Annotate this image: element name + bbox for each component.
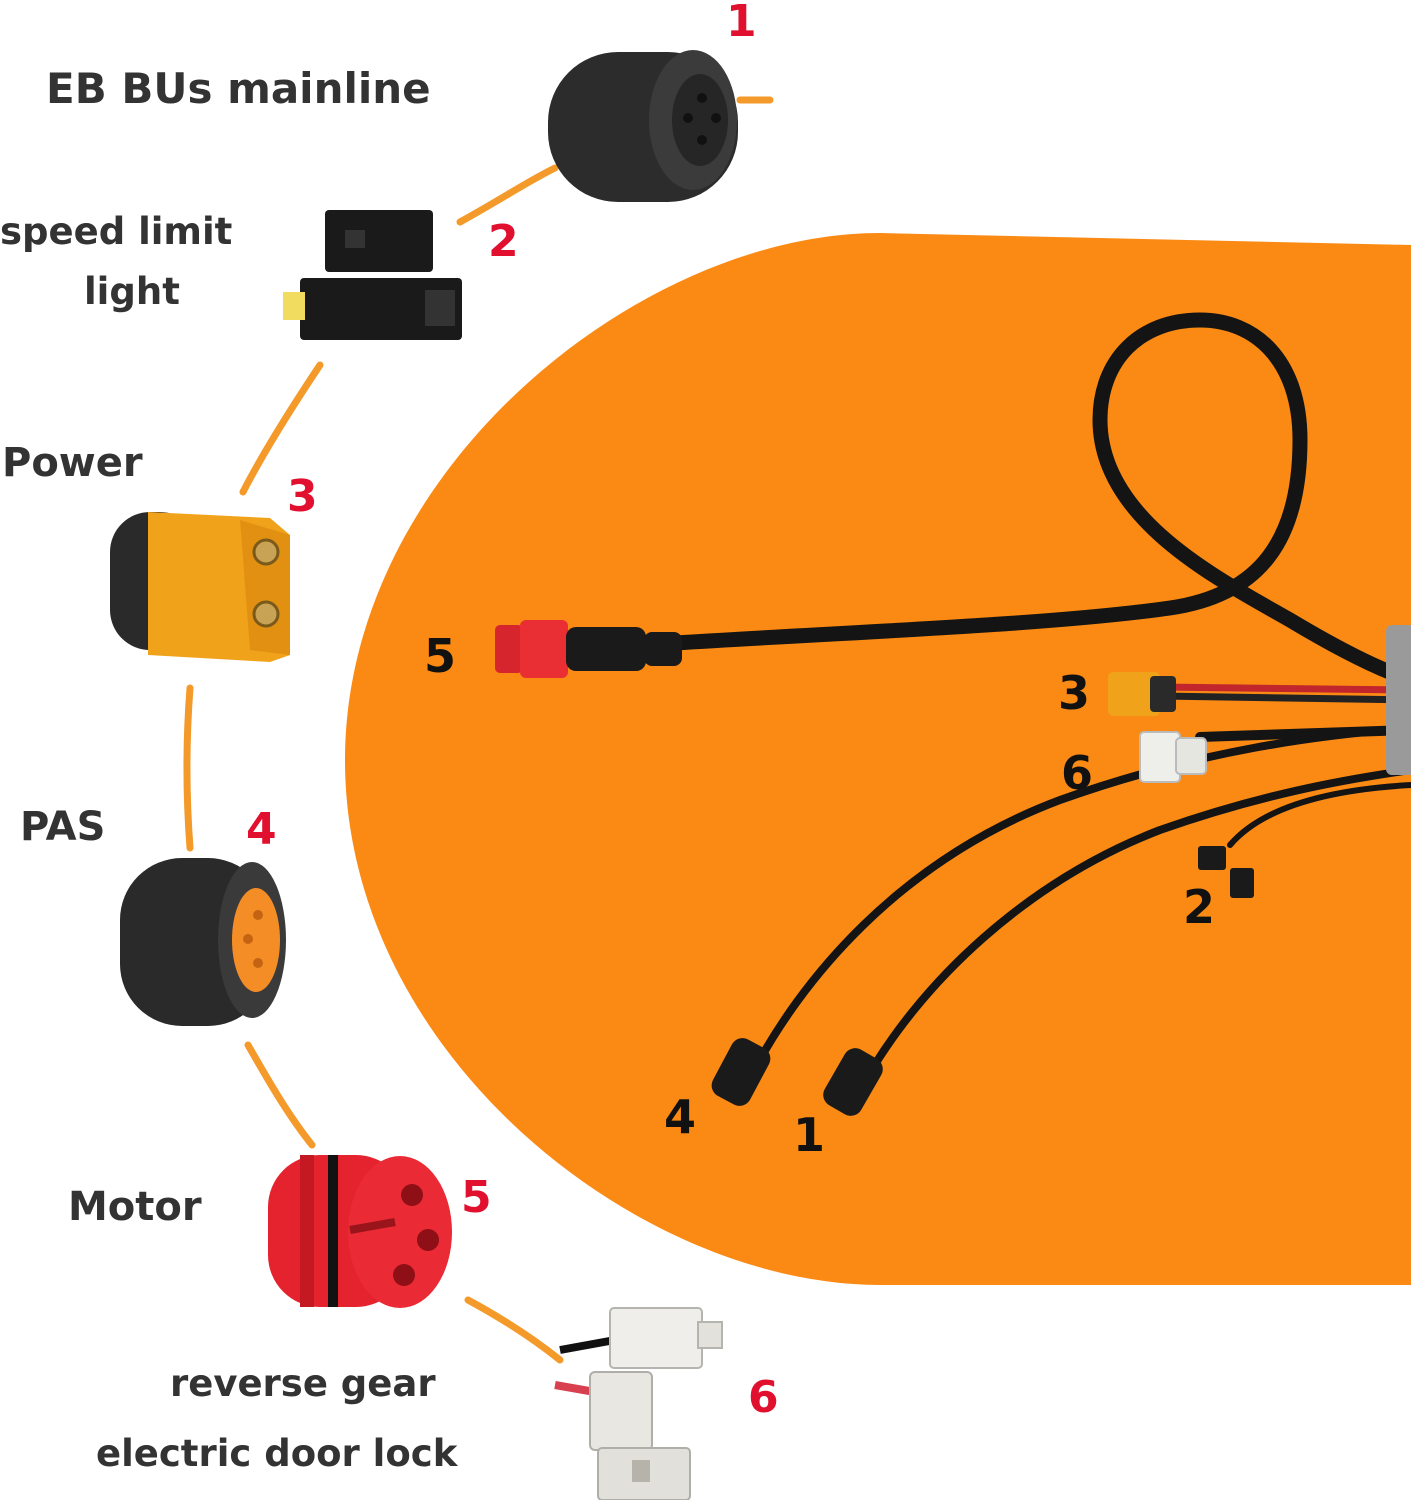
- harness-connector-1-icon: [823, 1048, 883, 1116]
- harness-connector-4-icon: [711, 1038, 771, 1106]
- legend-number-6: 6: [748, 1372, 779, 1423]
- legend-number-2: 2: [488, 216, 519, 267]
- yellow-xt60-connector-icon: [110, 512, 290, 662]
- harness-cables: [667, 312, 1411, 1094]
- black-2pin-connector-icon: [283, 210, 462, 340]
- legend-number-4: 4: [246, 804, 277, 855]
- label-reverse-gear: reverse gear: [170, 1362, 436, 1405]
- harness-number-6: 6: [1061, 746, 1094, 800]
- legend-number-5: 5: [461, 1172, 492, 1223]
- harness-number-5: 5: [424, 629, 457, 683]
- label-speed-limit: speed limit: [0, 210, 233, 253]
- orange-background-panel: [345, 233, 1411, 1285]
- label-pas: PAS: [20, 804, 106, 850]
- label-electric-door-lock: electric door lock: [96, 1432, 458, 1475]
- junction-box: [1386, 625, 1411, 775]
- harness-number-2: 2: [1183, 880, 1216, 934]
- white-2pin-connector-icon: [554, 1307, 723, 1500]
- harness-number-3: 3: [1058, 666, 1091, 720]
- harness-connector-3-icon: [1108, 672, 1176, 716]
- legend-number-3: 3: [287, 471, 318, 522]
- label-eb-bus-mainline: EB BUs mainline: [46, 64, 431, 113]
- harness-connector-2-icon: [1198, 846, 1254, 898]
- pas-connector-icon: [120, 858, 286, 1026]
- round-black-bus-connector-icon: [548, 50, 738, 202]
- label-light: light: [84, 270, 180, 313]
- label-power: Power: [2, 440, 143, 486]
- legend-number-1: 1: [726, 0, 757, 47]
- label-motor: Motor: [68, 1184, 202, 1230]
- harness-connector-5-icon: [495, 620, 682, 678]
- harness-number-1: 1: [793, 1108, 826, 1162]
- connector-arc: [183, 96, 774, 1364]
- harness-number-4: 4: [664, 1090, 697, 1144]
- red-motor-connector-icon: [268, 1155, 452, 1308]
- harness-connector-6-icon: [1139, 731, 1207, 783]
